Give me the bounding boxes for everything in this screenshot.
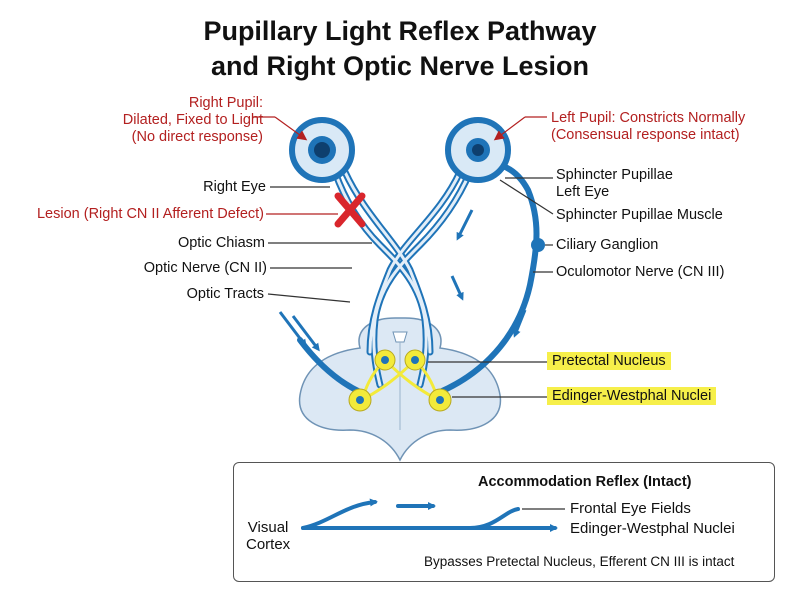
optic-tracts-label: Optic Tracts — [186, 286, 264, 302]
left-pupil-label: Left Pupil: Constricts Normally (Consens… — [551, 110, 746, 143]
right-eye — [289, 117, 355, 183]
red-leader-lines — [253, 116, 547, 215]
accommodation-note: Bypasses Pretectal Nucleus, Efferent CN … — [424, 554, 735, 569]
leader-lines — [267, 177, 554, 398]
sphincter-muscle-label: Sphincter Pupillae Muscle — [556, 207, 723, 223]
title-line-2: and Right Optic Nerve Lesion — [210, 51, 590, 81]
accommodation-title: Accommodation Reflex (Intact) — [478, 474, 692, 490]
lesion-label: Lesion (Right CN II Afferent Defect) — [36, 206, 264, 222]
right-eye-label: Right Eye — [203, 179, 266, 195]
left-eye — [445, 117, 511, 183]
frontal-eye-fields-label: Frontal Eye Fields — [570, 500, 691, 517]
ciliary-ganglion-label: Ciliary Ganglion — [556, 237, 659, 253]
visual-cortex-label: Visual Cortex — [246, 519, 291, 553]
right-pupil-label: Right Pupil: Dilated, Fixed to Light (No… — [122, 95, 263, 145]
sphincter-left-eye-label: Sphincter Pupillae Left Eye — [556, 167, 673, 200]
pretectal-nucleus-label: Pretectal Nucleus — [547, 352, 671, 370]
oculomotor-nerve-left — [437, 162, 540, 395]
optic-nerve-label: Optic Nerve (CN II) — [143, 260, 267, 276]
red-x-icon — [334, 192, 366, 228]
ew-nuclei-label: Edinger-Westphal Nuclei — [547, 387, 717, 405]
oculomotor-nerve-label: Oculomotor Nerve (CN III) — [556, 264, 725, 280]
ciliary-ganglion — [531, 238, 545, 252]
accommodation-arrows — [301, 498, 558, 532]
title-line-1: Pupillary Light Reflex Pathway — [203, 16, 597, 46]
accommodation-reflex-box — [233, 462, 775, 582]
accommodation-ew-label: Edinger-Westphal Nuclei — [570, 520, 735, 537]
optic-chiasm-label: Optic Chiasm — [177, 235, 265, 251]
signal-arrows — [278, 209, 527, 352]
diagram-title: Pupillary Light Reflex Pathway and Right… — [0, 14, 800, 84]
brainstem-nuclei — [348, 349, 452, 412]
cerebral-aqueduct — [392, 331, 408, 343]
